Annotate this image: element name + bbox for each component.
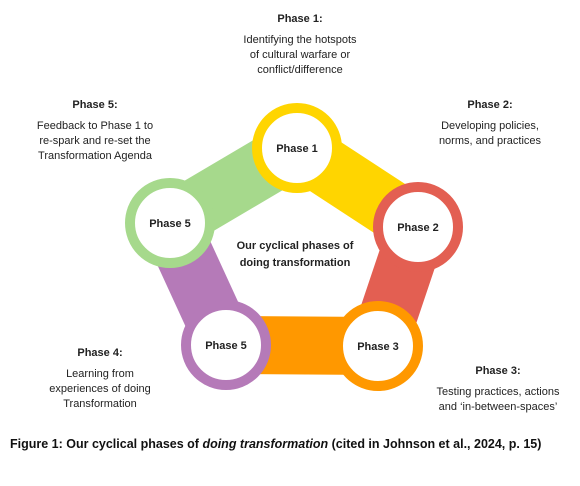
phase4-description: Phase 4: Learning from experiences of do… — [25, 346, 175, 412]
phase5-circle-label: Phase 5 — [149, 218, 191, 230]
phase1-circle-label: Phase 1 — [276, 143, 318, 155]
phase5-circle — [125, 178, 215, 268]
phase2-heading: Phase 2: — [467, 99, 513, 111]
phase1-description: Phase 1: Identifying the hotspots of cul… — [200, 12, 400, 78]
phase2-text: Developing policies, norms, and practice… — [438, 120, 542, 147]
phase2-circle-label: Phase 2 — [397, 222, 439, 234]
figure-caption: Figure 1: Our cyclical phases of doing t… — [10, 436, 570, 452]
center-title: Our cyclical phases of doing transformat… — [236, 240, 354, 269]
caption-suffix: (cited in Johnson et al., 2024, p. 15) — [328, 437, 542, 451]
phase3-text: Testing practices, actions and ‘in-betwe… — [436, 386, 560, 413]
phase1-text: Identifying the hotspots of cultural war… — [243, 34, 357, 76]
phase3-circle-label: Phase 3 — [357, 341, 399, 353]
phase4-circle-label: Phase 5 — [205, 340, 247, 352]
phase5-text: Feedback to Phase 1 to re-spark and re-s… — [36, 120, 154, 162]
phase3-circle — [333, 301, 423, 391]
phase4-text: Learning from experiences of doing Trans… — [49, 368, 151, 410]
phase3-heading: Phase 3: — [475, 365, 521, 377]
caption-prefix: Figure 1: Our cyclical phases of — [10, 437, 203, 451]
phase5-heading: Phase 5: — [72, 99, 118, 111]
phase1-heading: Phase 1: — [277, 13, 323, 25]
phase2-description: Phase 2: Developing policies, norms, and… — [415, 98, 565, 149]
phase5-description: Phase 5: Feedback to Phase 1 to re-spark… — [10, 98, 180, 164]
phase3-description: Phase 3: Testing practices, actions and … — [418, 364, 578, 415]
phase1-circle — [252, 103, 342, 193]
phase2-circle — [373, 182, 463, 272]
phase4-heading: Phase 4: — [77, 347, 123, 359]
caption-italic: doing transformation — [202, 437, 329, 451]
phase4-circle — [181, 300, 271, 390]
cycle-diagram: Phase 1 Phase 2 Phase 3 Phase 5 Phase 5 — [125, 103, 463, 391]
